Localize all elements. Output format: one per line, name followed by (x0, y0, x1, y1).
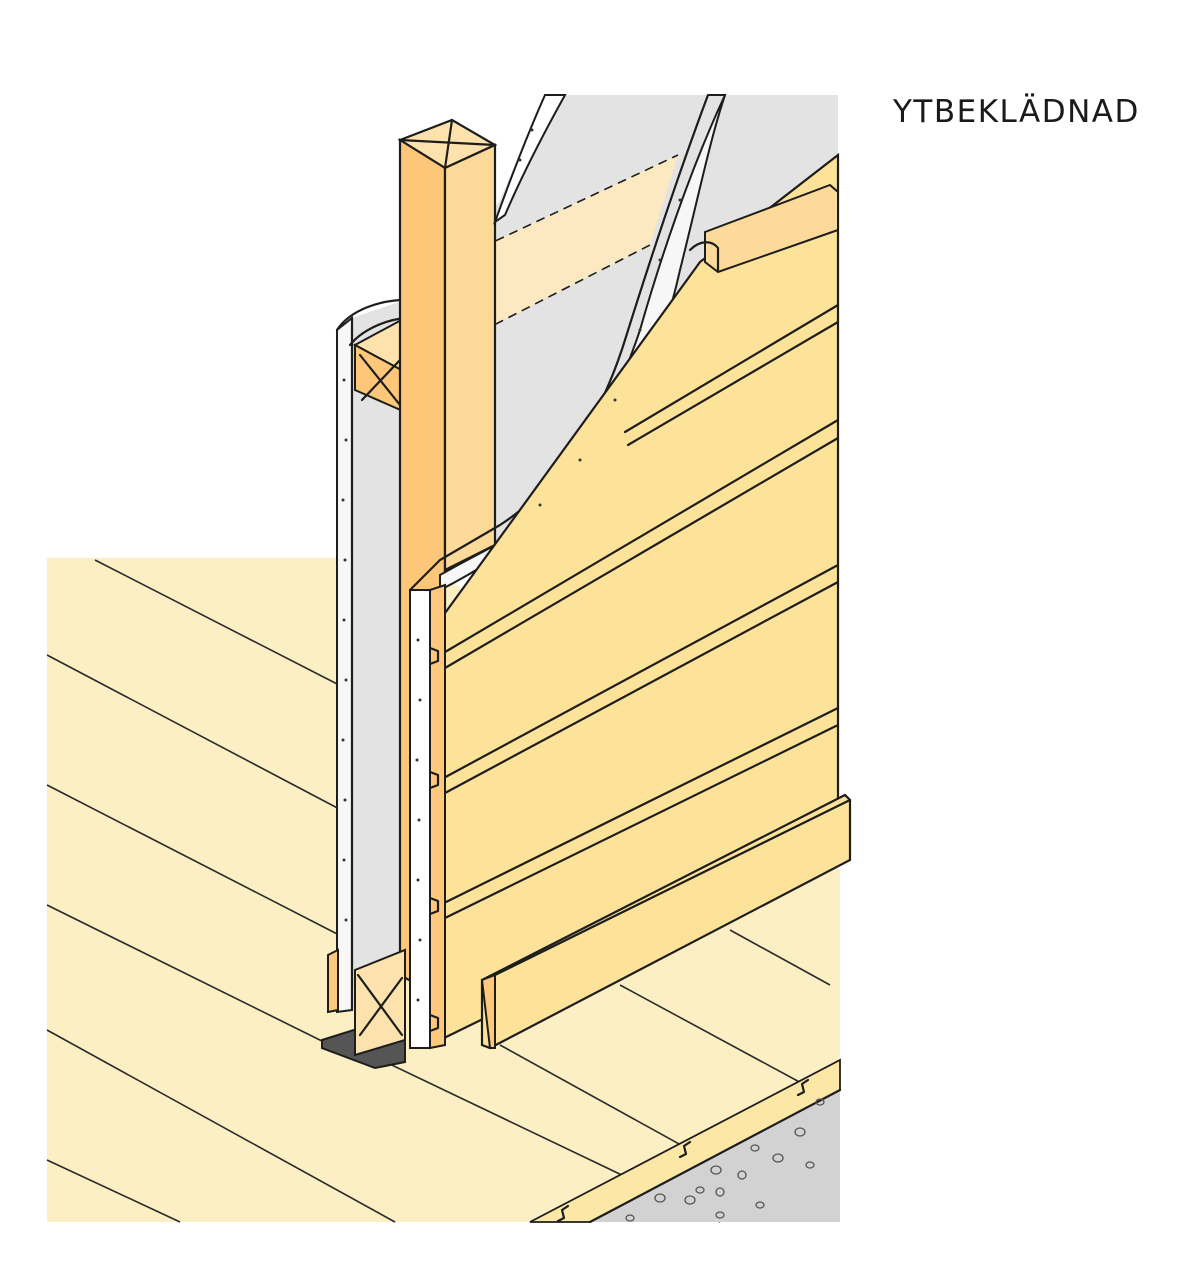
bottom-plate (321, 948, 406, 1070)
floor-edge-and-concrete (529, 1058, 842, 1224)
gypsum-board-left (335, 298, 407, 1014)
exterior-cladding (438, 152, 840, 1042)
cladding-edge-profile (409, 583, 446, 1050)
gypsum-texture (341, 128, 682, 1002)
skirting-board (480, 793, 852, 1050)
diagram-title: YTBEKLÄDNAD (893, 94, 1140, 130)
